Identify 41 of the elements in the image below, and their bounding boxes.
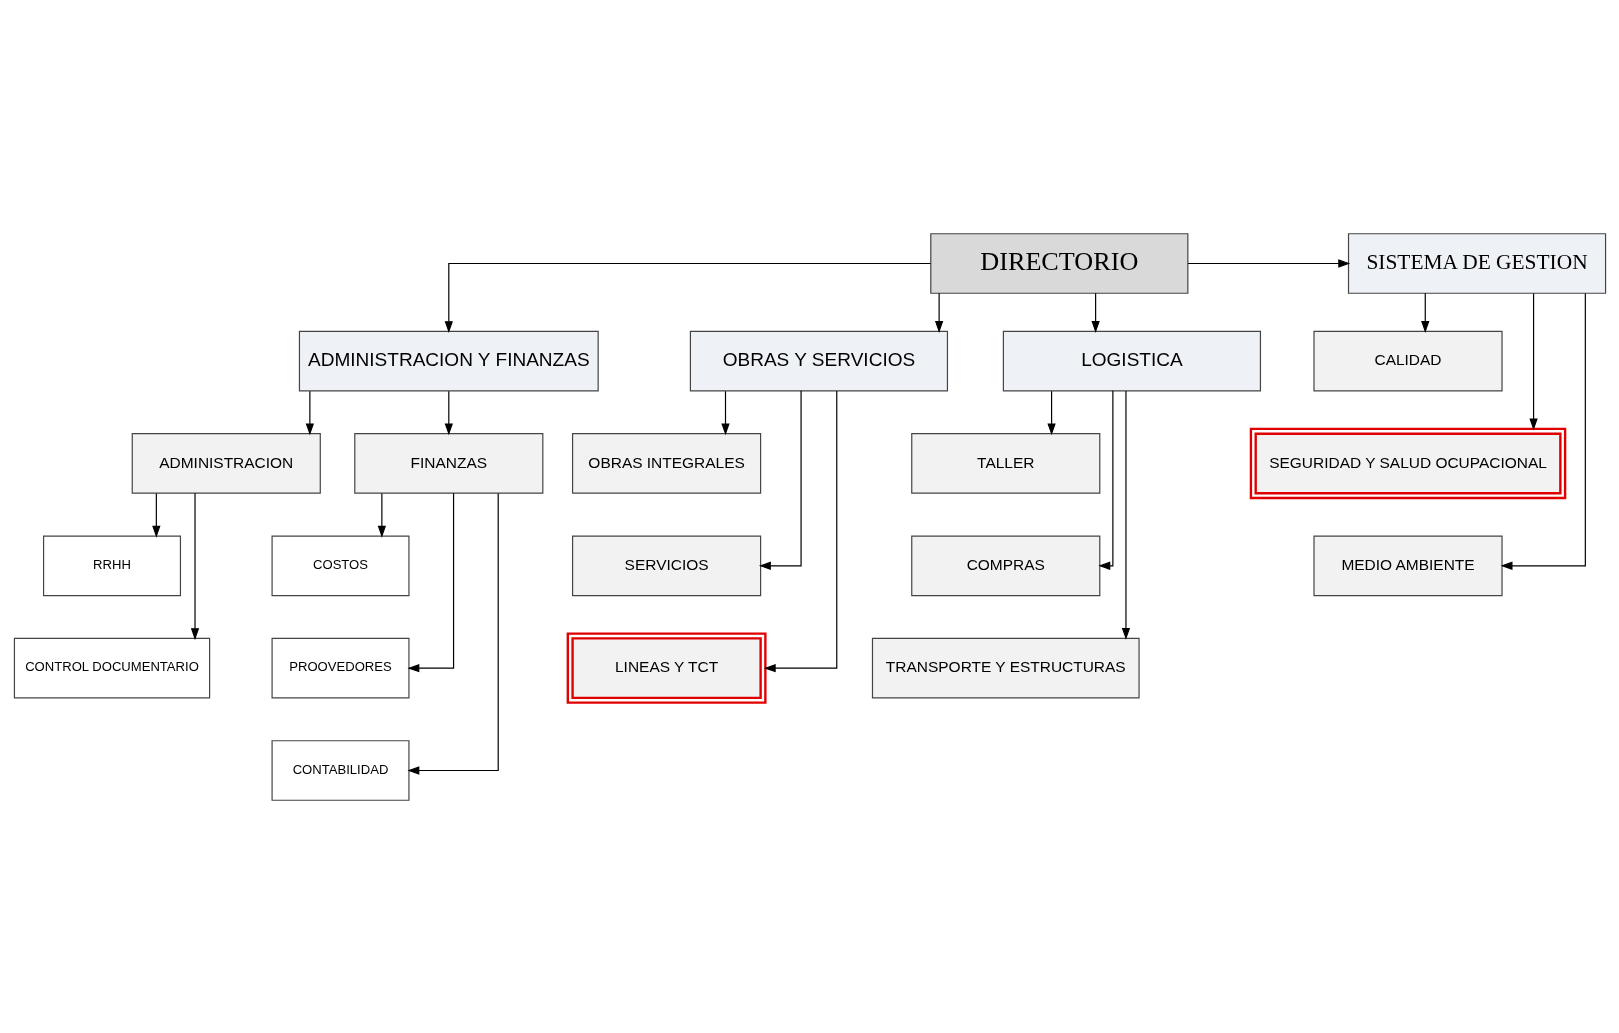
node-box: TALLER	[910, 432, 1100, 494]
arrow	[720, 390, 730, 435]
node-box: PROOVEDORES	[271, 637, 410, 698]
node-box: CALIDAD	[1312, 330, 1503, 391]
node-box: SISTEMA DE GESTION	[1347, 232, 1606, 294]
node-box: CONTABILIDAD	[271, 739, 410, 801]
arrow	[1097, 389, 1113, 570]
node-box: OBRAS INTEGRALES	[571, 432, 761, 494]
node-box: LOGISTICA	[1002, 330, 1261, 391]
arrow	[758, 389, 802, 570]
arrow	[1090, 292, 1100, 333]
node-box: ADMINISTRACION	[131, 432, 321, 494]
arrow	[444, 390, 453, 435]
arrow	[406, 492, 499, 775]
arrow	[1186, 258, 1350, 268]
arrow	[151, 492, 160, 538]
node-box: ADMINISTRACION Y FINANZAS	[298, 330, 599, 391]
arrow	[444, 262, 931, 333]
node-box: FINANZAS	[353, 432, 543, 494]
arrow	[1528, 292, 1538, 430]
arrow	[1420, 292, 1429, 333]
node-box: OBRAS Y SERVICIOS	[689, 330, 948, 391]
node-box: MEDIO AMBIENTE	[1312, 534, 1503, 596]
arrow	[1046, 390, 1056, 435]
node-box: RRHH	[42, 534, 181, 596]
arrow	[377, 492, 386, 538]
node-box: COMPRAS	[910, 534, 1100, 596]
arrow	[406, 492, 454, 672]
node-box: DIRECTORIO	[929, 232, 1188, 294]
arrow	[190, 492, 199, 640]
node-box: CONTROL DOCUMENTARIO	[13, 637, 210, 698]
node-box: LINEAS Y TCT	[566, 631, 767, 704]
arrow	[1121, 390, 1130, 640]
arrow	[934, 292, 943, 333]
node-box: SEGURIDAD Y SALUD OCUPACIONAL	[1249, 427, 1566, 499]
arrow	[763, 390, 837, 672]
node-box: COSTOS	[271, 534, 410, 596]
arrow	[305, 390, 314, 435]
arrow	[1500, 292, 1586, 570]
node-box: SERVICIOS	[571, 534, 761, 596]
node-box: TRANSPORTE Y ESTRUCTURAS	[871, 637, 1140, 698]
